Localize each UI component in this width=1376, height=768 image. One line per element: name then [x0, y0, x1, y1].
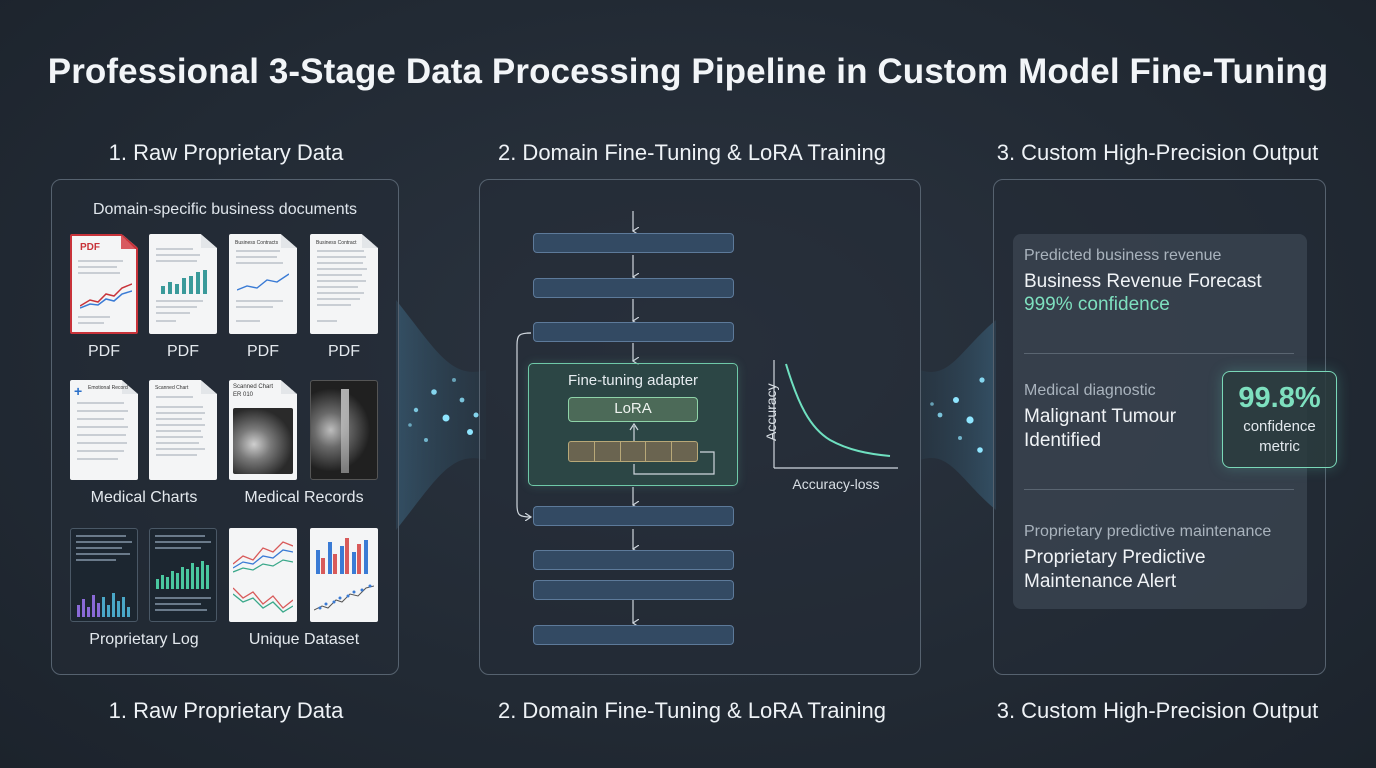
medical-chart-document-2: Scanned Chart [149, 380, 217, 480]
pdf-document-3: Business Contracts [229, 234, 297, 334]
network-layer-6 [533, 580, 734, 600]
doc-subtitle: ER 010 [233, 392, 254, 398]
output-category-2: Medical diagnostic [1024, 382, 1156, 399]
adapter-label: Fine-tuning adapter [567, 372, 699, 389]
stage1-footer: 1. Raw Proprietary Data [108, 698, 344, 723]
pdf-label-1: PDF [88, 343, 120, 360]
network-layer-4 [533, 506, 734, 526]
stage1-header: 1. Raw Proprietary Data [108, 140, 344, 165]
pdf-document-4: Business Contract [310, 234, 378, 334]
output-divider-1 [1024, 353, 1294, 354]
chart-y-label: Accuracy [763, 383, 779, 441]
chart-caption: Accuracy-loss [792, 476, 880, 492]
loss-curve [785, 363, 891, 457]
network-layer-3 [533, 322, 734, 342]
metric-label: confidence metric [1243, 418, 1316, 455]
bar-chart-icon [316, 538, 368, 574]
network-layer-1 [533, 233, 734, 253]
proprietary-log-2 [149, 528, 217, 622]
pdf-document-2 [149, 234, 217, 334]
output-divider-2 [1024, 489, 1294, 490]
stage2-header: 2. Domain Fine-Tuning & LoRA Training [497, 140, 887, 165]
line-chart-icon [233, 587, 293, 613]
output-title-1: Business Revenue Forecast [1024, 271, 1262, 292]
line-chart-icon [237, 273, 289, 291]
chest-xray-image [310, 380, 378, 480]
line-chart-icon [233, 541, 293, 573]
lora-weight-matrix [568, 441, 698, 462]
connector-funnel-right [920, 320, 996, 510]
doc-title: Business Contracts [235, 240, 279, 246]
connector-funnel-left [396, 300, 486, 530]
network-layer-2 [533, 278, 734, 298]
network-layer-7 [533, 625, 734, 645]
medical-cross-icon: + [74, 383, 83, 399]
page-title: Professional 3-Stage Data Processing Pip… [47, 52, 1329, 91]
lora-loop-arrows [629, 422, 715, 475]
unique-dataset-1 [229, 528, 297, 622]
medical-records-label: Medical Records [244, 489, 364, 506]
input-panel-heading: Domain-specific business documents [92, 201, 358, 218]
accuracy-loss-chart [773, 360, 898, 469]
metric-value: 99.8% [1238, 382, 1321, 414]
stage2-footer: 2. Domain Fine-Tuning & LoRA Training [497, 698, 887, 723]
doc-title: Business Contract [316, 240, 357, 246]
output-category-3: Proprietary predictive maintenance [1024, 523, 1272, 540]
output-category-1: Predicted business revenue [1024, 247, 1222, 264]
medical-charts-label: Medical Charts [90, 489, 198, 506]
output-title-2: Malignant Tumour Identified [1024, 406, 1177, 451]
unique-dataset-label: Unique Dataset [248, 631, 360, 648]
xray-image [233, 408, 293, 474]
output-confidence-1: 999% confidence [1024, 294, 1170, 315]
pdf-label-2: PDF [167, 343, 199, 360]
line-chart-icon [80, 283, 132, 309]
network-layer-5 [533, 550, 734, 570]
xray-record-document: Scanned Chart ER 010 [229, 380, 297, 480]
proprietary-log-1 [70, 528, 138, 622]
pdf-document-1: PDF [70, 234, 138, 334]
pdf-badge: PDF [80, 242, 100, 253]
stage3-footer: 3. Custom High-Precision Output [996, 698, 1319, 723]
bar-chart-icon [161, 270, 207, 294]
stage3-header: 3. Custom High-Precision Output [996, 140, 1319, 165]
bar-chart-icon [77, 593, 130, 617]
network-arrows [516, 211, 921, 675]
doc-title: Emotional Record [88, 385, 128, 391]
output-title-3: Proprietary Predictive Maintenance Alert [1024, 547, 1206, 592]
confidence-metric-badge: 99.8% confidence metric [1222, 371, 1337, 468]
doc-title: Scanned Chart [155, 385, 189, 391]
pdf-label-3: PDF [247, 343, 279, 360]
medical-chart-document-1: + Emotional Record [70, 380, 138, 480]
bar-chart-icon [156, 561, 209, 589]
pdf-label-4: PDF [328, 343, 360, 360]
unique-dataset-2 [310, 528, 378, 622]
proprietary-log-label: Proprietary Log [89, 631, 199, 648]
scatter-chart-icon [314, 584, 374, 611]
lora-module: LoRA [568, 397, 698, 422]
doc-title: Scanned Chart [233, 384, 274, 390]
